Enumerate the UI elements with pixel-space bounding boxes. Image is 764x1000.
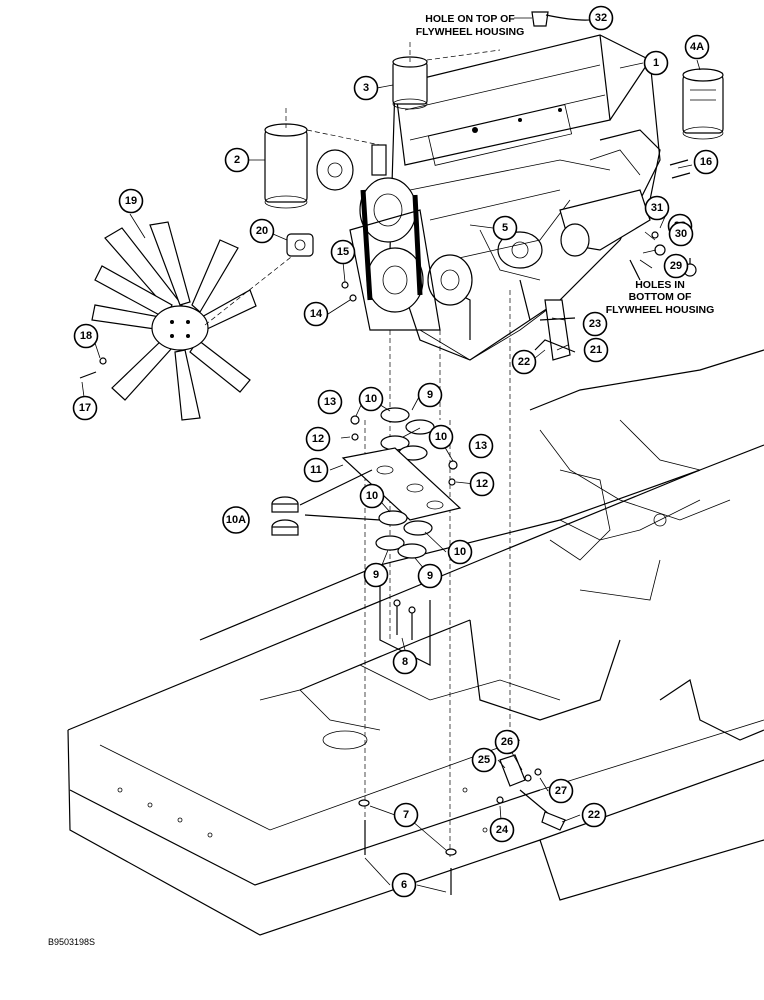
callout-24: 24 <box>489 817 515 843</box>
callout-12-right: 12 <box>469 471 495 497</box>
callout-label: 25 <box>478 754 490 766</box>
callout-label: 10A <box>226 514 246 526</box>
callout-13-left: 13 <box>317 389 343 415</box>
callout-label: 17 <box>79 402 91 414</box>
callout-label: 29 <box>670 260 682 272</box>
callout-3: 3 <box>353 75 379 101</box>
callout-label: 16 <box>700 156 712 168</box>
callout-label: 10 <box>365 393 377 405</box>
callout-12-left: 12 <box>305 426 331 452</box>
callout-label: 20 <box>256 225 268 237</box>
callout-9-bottom-left: 9 <box>363 562 389 588</box>
callout-label: 7 <box>403 809 409 821</box>
callout-18: 18 <box>73 323 99 349</box>
callout-19: 19 <box>118 188 144 214</box>
callout-10-top: 10 <box>358 386 384 412</box>
callout-label: 14 <box>310 308 323 320</box>
engine-mount-assembly <box>271 159 691 895</box>
callout-23: 23 <box>582 311 608 337</box>
callout-label: 22 <box>518 356 530 368</box>
callout-21: 21 <box>583 337 609 363</box>
callout-14: 14 <box>303 301 329 327</box>
callout-label: 11 <box>310 464 322 476</box>
callout-11: 11 <box>303 457 329 483</box>
callout-label: 12 <box>312 433 324 445</box>
note-holes-bottom-line1: HOLES IN <box>635 279 685 291</box>
callout-32: 32 <box>588 5 614 31</box>
reference-code: B9503198S <box>48 937 95 947</box>
callout-15: 15 <box>330 239 356 265</box>
callout-13-right: 13 <box>468 433 494 459</box>
callout-label: 1 <box>653 57 659 69</box>
callout-30: 30 <box>668 221 694 247</box>
callout-label: 10 <box>366 490 378 502</box>
callout-4a: 4A <box>684 34 710 60</box>
callout-label: 13 <box>475 440 487 452</box>
callout-label: 19 <box>125 195 137 207</box>
callout-label: 22 <box>588 809 600 821</box>
callout-label: 8 <box>402 656 408 668</box>
callout-label: 31 <box>651 202 663 214</box>
callout-22-top: 22 <box>511 349 537 375</box>
cooling-fan <box>79 221 314 421</box>
callout-2: 2 <box>224 147 250 173</box>
callout-6: 6 <box>391 872 417 898</box>
callout-label: 27 <box>555 785 567 797</box>
chassis-frame <box>67 349 764 936</box>
callout-27: 27 <box>548 778 574 804</box>
callout-label: 12 <box>476 478 488 490</box>
callout-9-top: 9 <box>417 382 443 408</box>
callout-26: 26 <box>494 729 520 755</box>
callout-label: 5 <box>502 222 508 234</box>
callout-label: 13 <box>324 396 336 408</box>
callout-5: 5 <box>492 215 518 241</box>
callout-22-bottom: 22 <box>581 802 607 828</box>
callout-1: 1 <box>643 50 669 76</box>
callout-label: 15 <box>337 246 349 258</box>
note-hole-top-line2: FLYWHEEL HOUSING <box>416 26 525 38</box>
callout-16: 16 <box>693 149 719 175</box>
callout-label: 10 <box>435 431 447 443</box>
callout-8: 8 <box>392 649 418 675</box>
callout-label: 2 <box>234 154 240 166</box>
callout-25: 25 <box>471 747 497 773</box>
callout-label: 32 <box>595 12 607 24</box>
callout-29: 29 <box>663 253 689 279</box>
filters <box>264 11 724 209</box>
callout-label: 9 <box>427 389 433 401</box>
callout-label: 23 <box>589 318 601 330</box>
callout-label: 9 <box>427 570 433 582</box>
callout-10-middle: 10 <box>428 424 454 450</box>
hose-clamp-bracket <box>496 231 697 831</box>
note-hole-top-line1: HOLE ON TOP OF <box>425 13 515 25</box>
callout-label: 10 <box>454 546 466 558</box>
callout-20: 20 <box>249 218 275 244</box>
callout-label: 6 <box>401 879 407 891</box>
callout-31: 31 <box>644 195 670 221</box>
callout-10-lower: 10 <box>359 483 385 509</box>
callout-10a: 10A <box>222 506 250 534</box>
callout-label: 9 <box>373 569 379 581</box>
callout-label: 18 <box>80 330 92 342</box>
callout-10-right: 10 <box>447 539 473 565</box>
callout-9-bottom-right: 9 <box>417 563 443 589</box>
belt-and-pulleys <box>316 144 473 331</box>
callout-label: 4A <box>690 41 704 53</box>
callout-label: 30 <box>675 228 687 240</box>
callout-label: 21 <box>590 344 602 356</box>
note-holes-bottom-line2: BOTTOM OF <box>629 291 692 303</box>
callout-label: 3 <box>363 82 369 94</box>
callout-label: 26 <box>501 736 513 748</box>
note-holes-bottom-line3: FLYWHEEL HOUSING <box>606 304 715 316</box>
callout-label: 24 <box>496 824 509 836</box>
callout-7: 7 <box>393 802 419 828</box>
callout-17: 17 <box>72 395 98 421</box>
